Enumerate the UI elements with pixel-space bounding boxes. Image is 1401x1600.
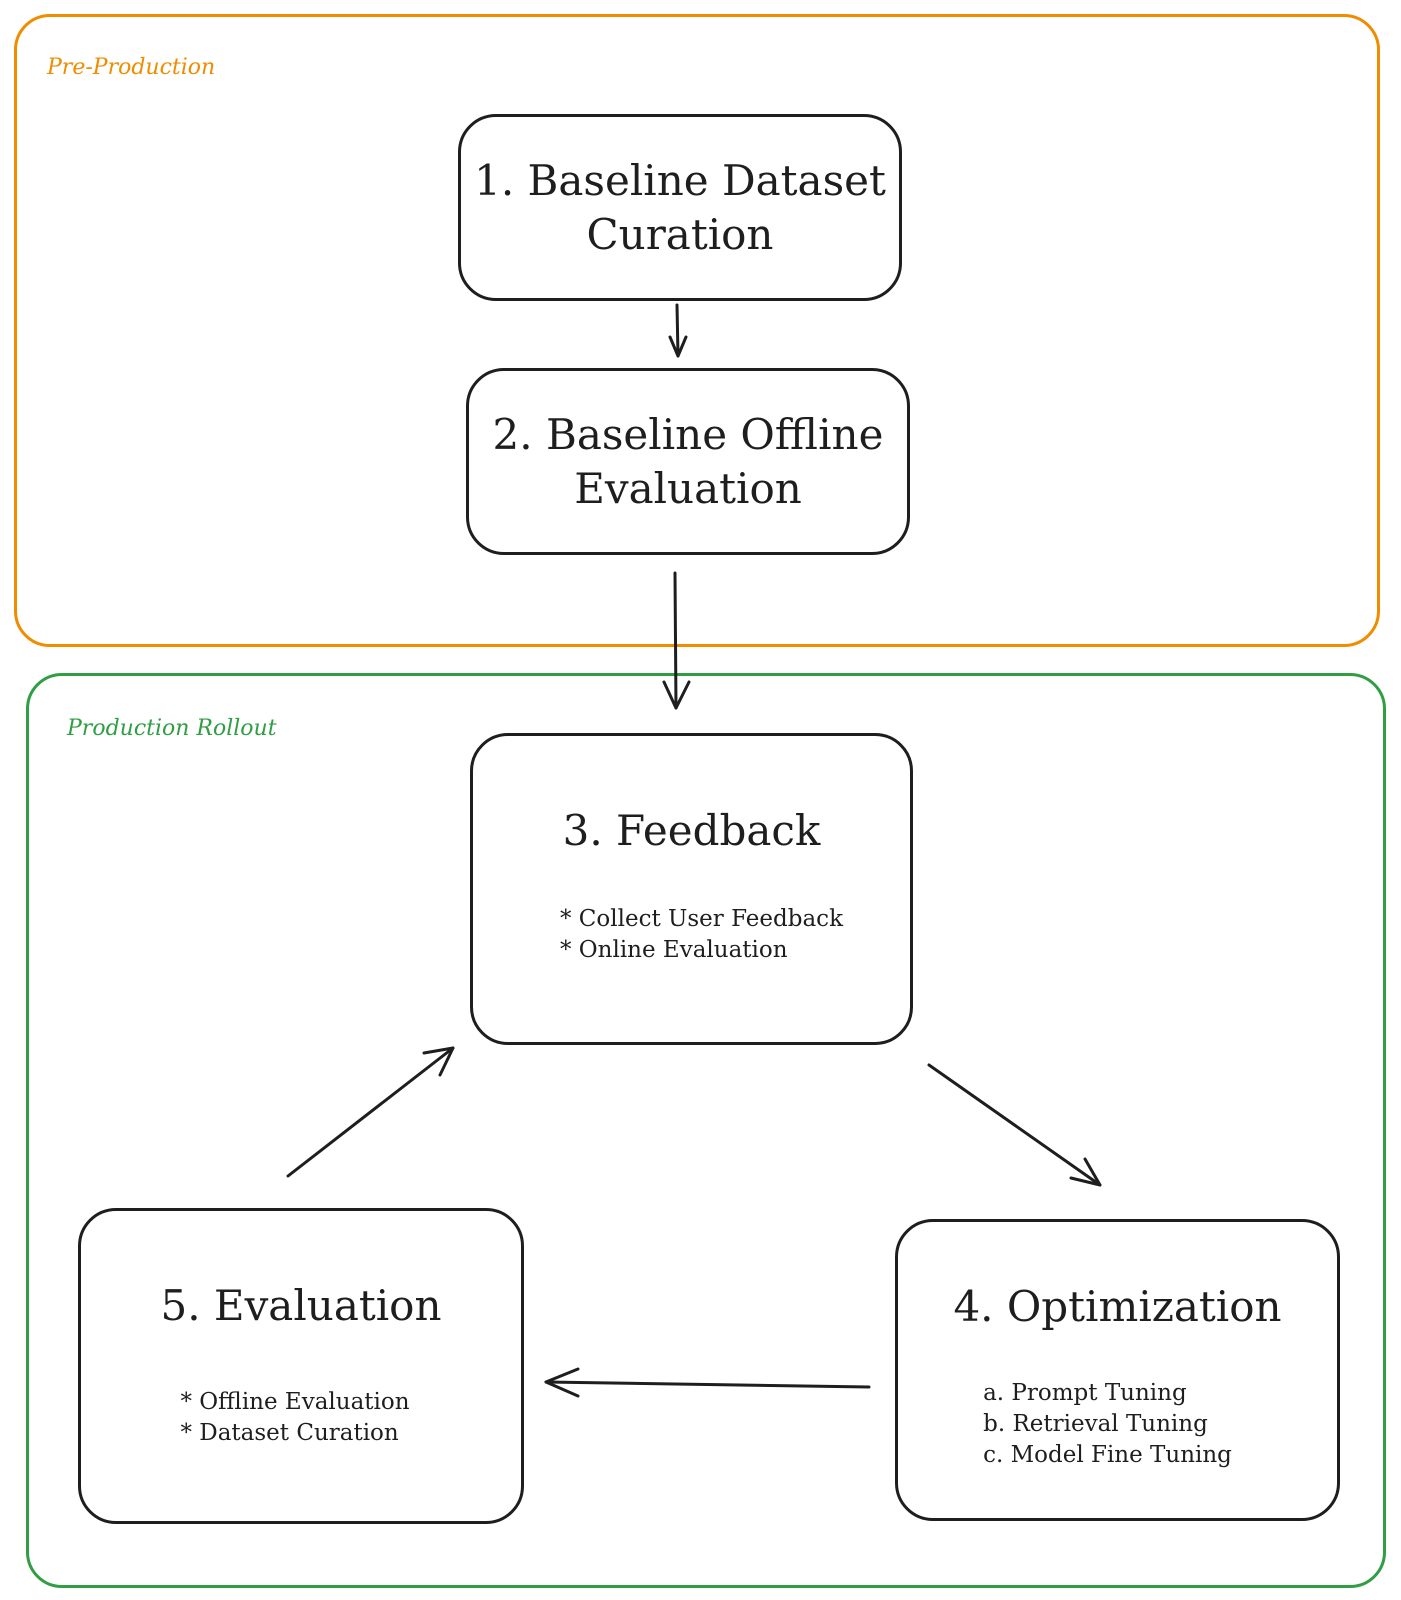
pre-production-label: Pre-Production xyxy=(47,55,216,80)
node-item-list: * Offline Evaluation * Dataset Curation xyxy=(180,1387,409,1449)
node-title: 2. Baseline Offline Evaluation xyxy=(492,409,884,513)
list-item: * Dataset Curation xyxy=(180,1420,399,1446)
node-item-list: a. Prompt Tuning b. Retrieval Tuning c. … xyxy=(983,1378,1232,1471)
node-evaluation: 5. Evaluation * Offline Evaluation * Dat… xyxy=(78,1208,524,1524)
list-item: * Online Evaluation xyxy=(559,937,788,963)
node-optimization: 4. Optimization a. Prompt Tuning b. Retr… xyxy=(895,1219,1340,1521)
node-baseline-dataset-curation: 1. Baseline Dataset Curation xyxy=(458,114,902,301)
node-item-list: * Collect User Feedback * Online Evaluat… xyxy=(560,904,843,966)
node-title: 4. Optimization xyxy=(953,1282,1282,1331)
production-rollout-group: Production Rollout xyxy=(26,673,1386,1588)
list-item: b. Retrieval Tuning xyxy=(983,1411,1208,1437)
list-item: c. Model Fine Tuning xyxy=(983,1442,1232,1468)
list-item: a. Prompt Tuning xyxy=(983,1380,1187,1406)
production-rollout-label: Production Rollout xyxy=(67,716,277,741)
list-item: * Collect User Feedback xyxy=(559,906,844,932)
node-title: 5. Evaluation xyxy=(160,1281,442,1330)
node-baseline-offline-evaluation: 2. Baseline Offline Evaluation xyxy=(466,368,910,555)
node-feedback: 3. Feedback * Collect User Feedback * On… xyxy=(470,733,913,1045)
node-title: 3. Feedback xyxy=(562,806,821,855)
node-title: 1. Baseline Dataset Curation xyxy=(474,155,886,259)
pre-production-group: Pre-Production xyxy=(14,14,1380,647)
list-item: * Offline Evaluation xyxy=(180,1389,410,1415)
